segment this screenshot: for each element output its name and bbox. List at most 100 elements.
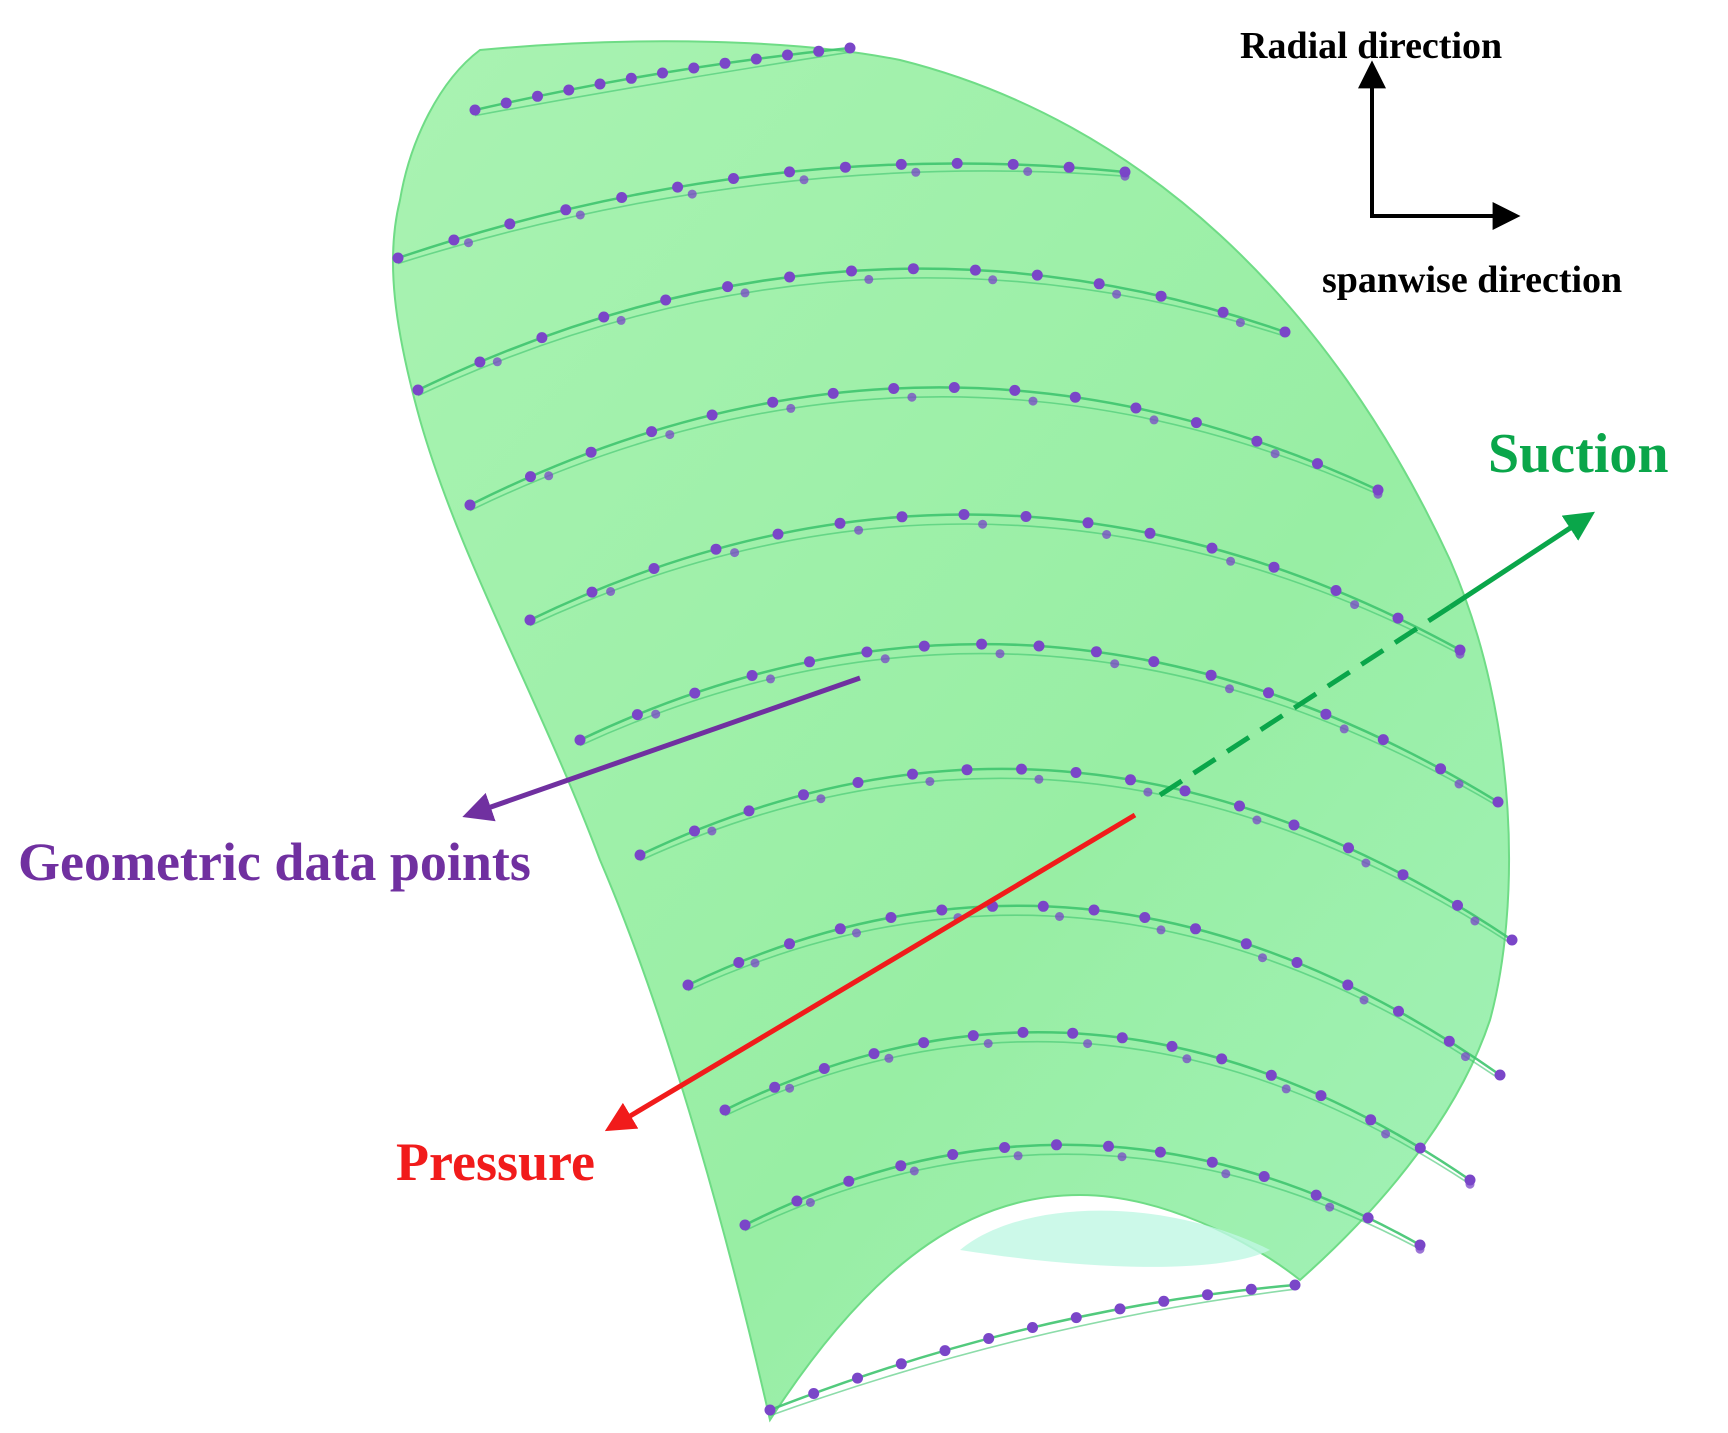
data-point bbox=[880, 654, 890, 664]
data-point bbox=[958, 509, 970, 520]
geometric-points-arrow bbox=[462, 675, 861, 822]
data-point bbox=[839, 161, 851, 173]
data-point bbox=[896, 511, 908, 523]
data-point bbox=[688, 62, 700, 74]
blade-surface bbox=[391, 40, 1511, 1423]
data-point bbox=[784, 271, 796, 283]
data-point bbox=[1017, 1026, 1029, 1038]
data-point bbox=[1265, 1069, 1277, 1081]
data-point bbox=[710, 543, 722, 555]
data-point bbox=[1465, 1179, 1475, 1189]
data-point bbox=[1470, 916, 1480, 926]
data-point bbox=[616, 192, 628, 203]
data-point bbox=[948, 382, 960, 393]
data-point bbox=[1090, 646, 1102, 658]
data-point bbox=[575, 210, 585, 220]
data-point bbox=[766, 674, 775, 684]
data-point bbox=[852, 777, 864, 788]
data-point bbox=[500, 97, 512, 109]
data-point bbox=[988, 275, 998, 285]
data-point bbox=[525, 471, 536, 483]
data-point bbox=[816, 794, 826, 804]
data-point bbox=[750, 53, 762, 65]
data-point bbox=[524, 614, 536, 626]
data-point bbox=[730, 548, 740, 558]
data-point bbox=[1320, 708, 1332, 720]
data-point bbox=[1103, 1140, 1114, 1152]
data-point bbox=[1289, 1279, 1301, 1291]
data-point bbox=[1251, 435, 1263, 447]
section-curve bbox=[744, 1143, 1421, 1247]
data-point bbox=[1158, 1295, 1170, 1307]
data-point bbox=[885, 912, 897, 923]
data-point bbox=[651, 709, 661, 719]
suction-arrow-dashed bbox=[1158, 604, 1452, 798]
data-point bbox=[560, 204, 572, 216]
data-point bbox=[746, 670, 758, 681]
data-point bbox=[846, 265, 857, 277]
data-point bbox=[1263, 687, 1274, 699]
data-point bbox=[976, 638, 988, 650]
data-point bbox=[1179, 785, 1191, 797]
data-point bbox=[598, 311, 610, 323]
data-point bbox=[1342, 979, 1354, 991]
data-point bbox=[888, 383, 900, 394]
data-point bbox=[1435, 763, 1447, 775]
data-point bbox=[625, 72, 637, 84]
data-point bbox=[1288, 819, 1300, 831]
data-point bbox=[936, 904, 948, 916]
data-point bbox=[995, 649, 1005, 659]
geometric-data-points bbox=[392, 42, 1518, 1416]
data-point bbox=[1315, 1090, 1327, 1102]
data-point bbox=[1149, 415, 1159, 425]
data-point bbox=[782, 49, 793, 61]
data-point bbox=[1339, 724, 1349, 734]
geometric-data-points-label: Geometric data points bbox=[18, 832, 531, 892]
data-point bbox=[1190, 417, 1202, 429]
data-point bbox=[895, 1358, 907, 1370]
spanwise-direction-label: spanwise direction bbox=[1322, 259, 1622, 301]
data-point bbox=[1063, 161, 1075, 173]
data-point bbox=[1235, 318, 1245, 328]
data-point bbox=[918, 640, 930, 652]
data-point bbox=[1007, 158, 1019, 170]
data-point bbox=[1217, 306, 1229, 318]
data-point bbox=[969, 264, 981, 276]
data-point bbox=[1362, 1212, 1374, 1224]
data-point bbox=[585, 446, 597, 458]
section-curve bbox=[469, 386, 1379, 507]
section-curve bbox=[529, 523, 1461, 655]
data-point bbox=[786, 403, 796, 413]
data-point bbox=[909, 1166, 919, 1176]
data-point bbox=[689, 687, 701, 699]
data-point bbox=[852, 928, 861, 938]
axes-indicator bbox=[1358, 60, 1521, 230]
data-point bbox=[1414, 1142, 1426, 1154]
data-point bbox=[1312, 458, 1323, 470]
data-point bbox=[1206, 1156, 1218, 1168]
data-point bbox=[1110, 659, 1120, 669]
data-point bbox=[1350, 600, 1360, 610]
data-point bbox=[1202, 1289, 1213, 1301]
data-point bbox=[1055, 912, 1064, 921]
data-point bbox=[1454, 779, 1464, 789]
data-point bbox=[1120, 171, 1130, 181]
data-point bbox=[740, 288, 750, 298]
data-point bbox=[1139, 912, 1151, 923]
data-point bbox=[1070, 767, 1082, 778]
data-point bbox=[1310, 1189, 1322, 1201]
data-point bbox=[911, 167, 921, 177]
data-point bbox=[634, 849, 646, 861]
data-point bbox=[1393, 1005, 1404, 1017]
section-curve bbox=[397, 170, 1126, 265]
data-point bbox=[657, 67, 668, 79]
data-point bbox=[1102, 530, 1112, 539]
data-point bbox=[967, 1030, 979, 1042]
data-point bbox=[1325, 1202, 1335, 1212]
data-point bbox=[1154, 1146, 1166, 1158]
data-point bbox=[895, 158, 907, 170]
data-point bbox=[907, 392, 917, 402]
data-point bbox=[646, 426, 658, 438]
data-point bbox=[1088, 904, 1100, 916]
data-point bbox=[1051, 1139, 1062, 1151]
